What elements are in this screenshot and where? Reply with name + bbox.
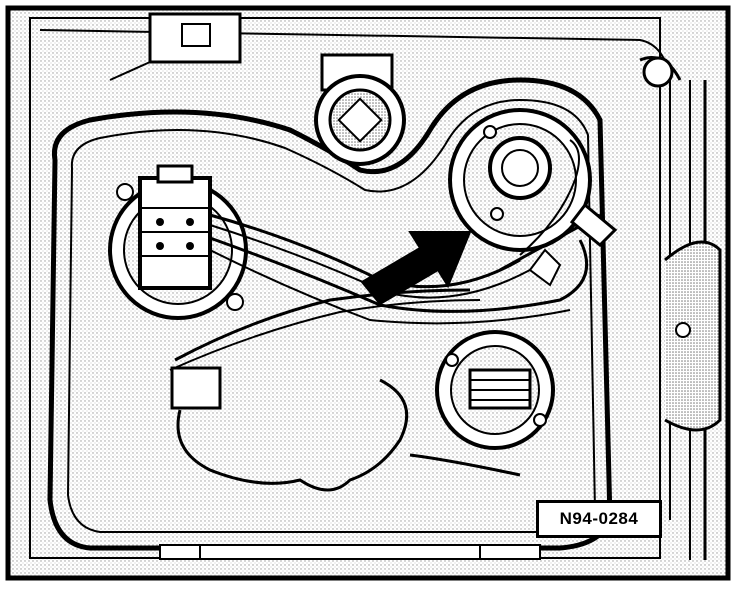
wiring-harness-icon [169, 139, 618, 371]
housing-right-edge [639, 56, 722, 560]
bulb-socket-top-center-icon [314, 53, 406, 166]
wire-clip-icon [170, 366, 521, 492]
mounting-bracket-icon [109, 12, 242, 81]
housing-base-strip [159, 544, 541, 560]
bulb-socket-bottom-right-icon [435, 330, 555, 450]
bulb-socket-top-right-icon [448, 108, 592, 252]
figure-reference-label: N94-0284 [536, 500, 662, 538]
connector-plug-icon [138, 164, 212, 290]
indicator-arrow-icon [360, 231, 472, 306]
